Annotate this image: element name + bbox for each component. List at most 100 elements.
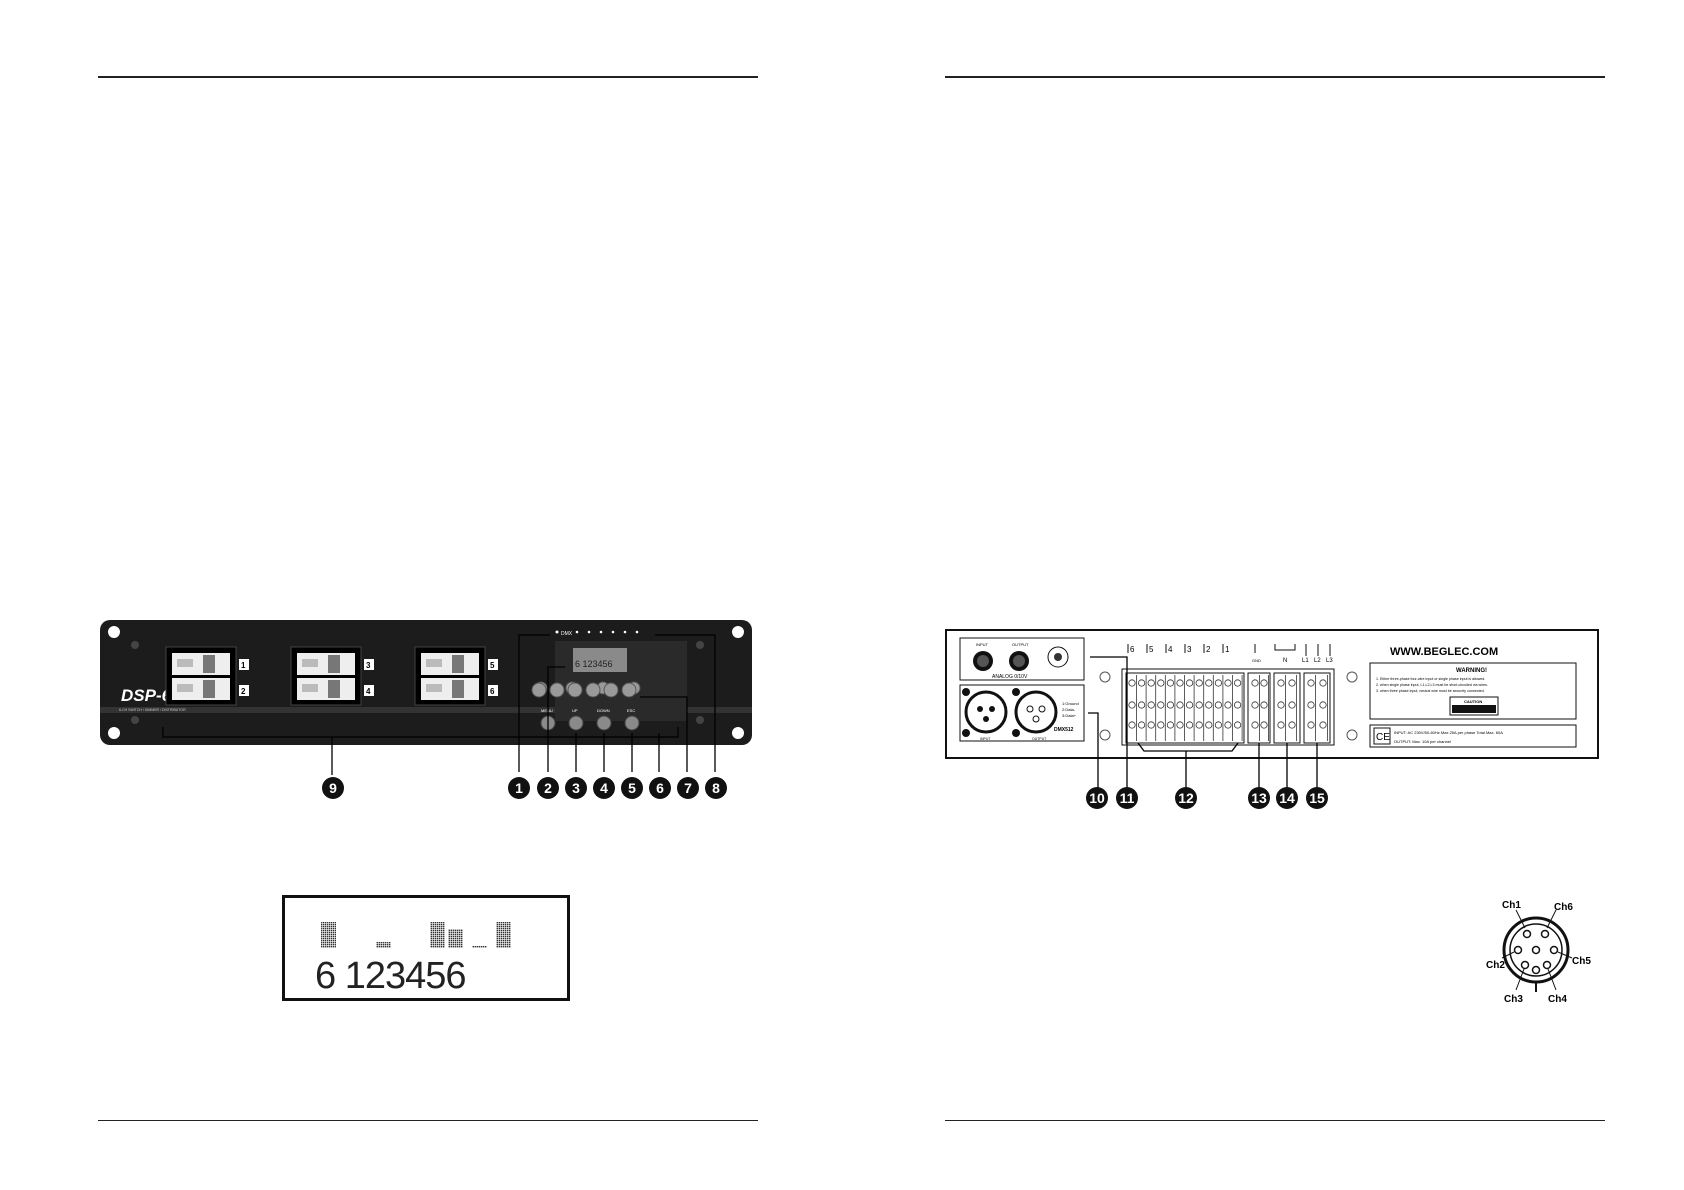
channel-tag-5: 5: [490, 661, 495, 670]
top-rule-left: [98, 76, 758, 78]
terminal-screw: [1157, 721, 1165, 729]
channel-tag-2: 2: [241, 687, 246, 696]
up-label: UP: [572, 708, 578, 713]
terminal-label-n: N: [1283, 658, 1287, 664]
terminal-screw: [1260, 701, 1268, 709]
terminal-screw: [1147, 721, 1155, 729]
up-button[interactable]: [568, 715, 584, 731]
terminal-screw: [1307, 701, 1315, 709]
terminal-screw: [1224, 679, 1232, 687]
terminal-screw: [1319, 701, 1327, 709]
terminal-channel-5: 5: [1149, 645, 1154, 654]
terminal-screw: [1307, 721, 1315, 729]
terminal-screw: [1214, 679, 1222, 687]
terminal-screw: [1224, 701, 1232, 709]
website-label: WWW.BEGLEC.COM: [1390, 646, 1498, 658]
terminal-channel-1: 1: [1225, 645, 1230, 654]
terminal-screw: [1176, 679, 1184, 687]
output-spec: OUTPUT: Max. 10A per channel: [1394, 739, 1451, 744]
esc-button[interactable]: [624, 715, 640, 731]
terminal-screw: [1288, 721, 1296, 729]
din-ch1: Ch1: [1502, 900, 1521, 911]
terminal-screw: [1260, 721, 1268, 729]
down-label: DOWN: [597, 708, 610, 713]
terminal-screw: [1251, 701, 1259, 709]
terminal-screw: [1307, 679, 1315, 687]
terminal-screw: [1138, 701, 1146, 709]
esc-label: ESC: [627, 708, 635, 713]
bottom-rule-left: [98, 1120, 758, 1121]
callout-5: 5: [621, 777, 643, 799]
callout-10: 10: [1086, 787, 1108, 809]
front-panel-diagram: DSP-6 6-CH SWITCH / DIMMER / DISTRIBUTOR…: [100, 620, 752, 775]
model-logo: DSP-6: [121, 686, 172, 705]
warning-title: WARNING!: [1456, 668, 1487, 674]
terminal-screw: [1277, 721, 1285, 729]
terminal-screw: [1138, 679, 1146, 687]
terminal-screw: [1166, 721, 1174, 729]
terminal-label-gnd: GND: [1252, 658, 1261, 663]
warning-line-1: 1. Either three-phase four-wire input or…: [1376, 677, 1485, 681]
callout-15: 15: [1306, 787, 1328, 809]
terminal-screw: [1195, 701, 1203, 709]
terminal-screw: [1128, 679, 1136, 687]
terminal-screw: [1233, 721, 1242, 729]
terminal-screw: [1277, 701, 1285, 709]
down-button[interactable]: [596, 715, 612, 731]
menu-label: MENU: [541, 708, 553, 713]
callout-13: 13: [1248, 787, 1270, 809]
terminal-screw: [1205, 721, 1213, 729]
lcd-display-closeup: 6 123456: [282, 895, 570, 1001]
channel-buttons[interactable]: [531, 682, 637, 698]
terminal-channel-3: 3: [1187, 645, 1192, 654]
callout-1: 1: [508, 777, 530, 799]
callout-6: 6: [649, 777, 671, 799]
terminal-screw: [1319, 679, 1327, 687]
channel-tag-1: 1: [241, 661, 246, 670]
terminal-screw: [1224, 721, 1232, 729]
rear-analog-output-label: OUTPUT: [1012, 642, 1029, 647]
ce-mark: CE: [1376, 732, 1390, 743]
breaker-group-2: [290, 646, 362, 706]
callout-2: 2: [537, 777, 559, 799]
terminal-screw: [1195, 721, 1203, 729]
terminal-screw: [1166, 679, 1174, 687]
terminal-screw: [1205, 701, 1213, 709]
callout-11: 11: [1116, 787, 1138, 809]
terminal-label-l1: L1: [1302, 658, 1309, 664]
front-lcd: [573, 648, 627, 672]
terminal-screw: [1233, 701, 1242, 709]
dip-switch[interactable]: [1047, 646, 1069, 668]
din-ch4: Ch4: [1548, 994, 1567, 1005]
din-ch3: Ch3: [1504, 994, 1523, 1005]
terminal-screw: [1186, 679, 1194, 687]
terminal-screw: [1166, 701, 1174, 709]
terminal-screw: [1319, 721, 1327, 729]
terminal-screw: [1128, 721, 1136, 729]
terminal-screw: [1176, 721, 1184, 729]
terminal-screw: [1251, 679, 1259, 687]
xlr-input-label: INPUT: [980, 737, 991, 741]
callout-8: 8: [705, 777, 727, 799]
rear-panel-diagram: INPUT OUTPUT ANALOG 0/10V 1:Ground 2:Dat…: [945, 629, 1599, 795]
front-lcd-text: 6 123456: [575, 659, 613, 669]
terminal-screw: [1128, 701, 1136, 709]
terminal-strip: [1125, 672, 1331, 744]
dmx-led-label: DMX: [561, 631, 573, 637]
terminal-screw: [1233, 679, 1242, 687]
channel-tag-4: 4: [366, 687, 371, 696]
terminal-screw: [1214, 701, 1222, 709]
terminal-screw: [1288, 679, 1296, 687]
terminal-screw: [1277, 679, 1285, 687]
din-ch6: Ch6: [1554, 902, 1573, 913]
xlr-pin-label-1: 1:Ground: [1062, 701, 1079, 706]
terminal-screw: [1205, 679, 1213, 687]
model-subtitle: 6-CH SWITCH / DIMMER / DISTRIBUTOR: [119, 708, 186, 712]
terminal-screw: [1251, 721, 1259, 729]
terminal-channel-6: 6: [1130, 645, 1135, 654]
terminal-channel-4: 4: [1168, 645, 1173, 654]
din-connector-diagram: Ch1 Ch6 Ch2 Ch5 Ch3 Ch4: [1486, 900, 1591, 1005]
din-ch5: Ch5: [1572, 956, 1591, 967]
terminal-screw: [1157, 679, 1165, 687]
caution-label: CAUTION: [1464, 699, 1482, 704]
